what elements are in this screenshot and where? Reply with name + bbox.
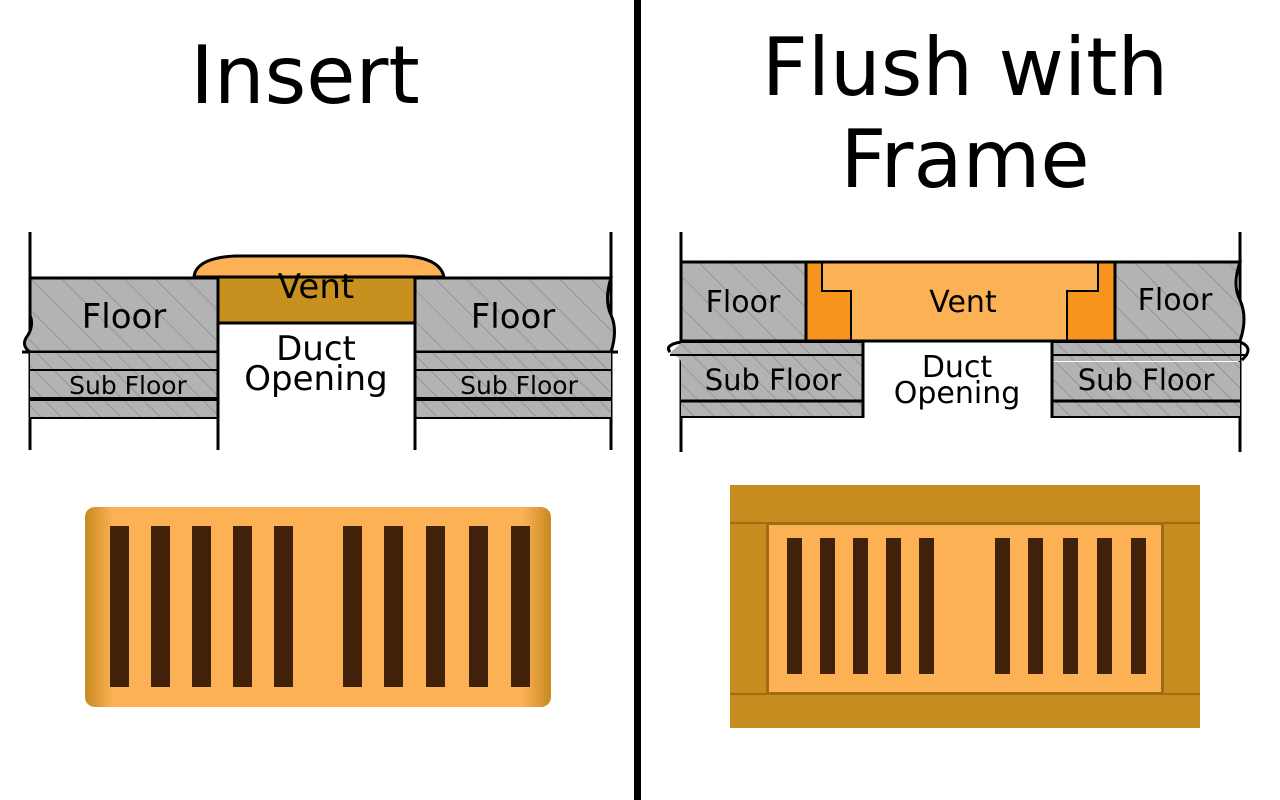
insert-subfloor-right-label: Sub Floor <box>460 371 578 400</box>
flush-floor-left-label: Floor <box>706 285 781 320</box>
insert-vent-slot <box>426 526 445 687</box>
insert-duct-label-line2: Opening <box>244 359 387 399</box>
insert-vent-slot <box>384 526 403 687</box>
flush-vent-slots <box>787 538 1146 674</box>
insert-vent-slots <box>110 526 530 687</box>
insert-subfloor-left <box>30 371 218 398</box>
insert-vent-slot <box>192 526 211 687</box>
insert-vent-label: Vent <box>278 267 354 307</box>
flush-vent-slot <box>919 538 934 674</box>
insert-vent-slot <box>274 526 293 687</box>
flush-vent-top-view <box>730 485 1200 728</box>
insert-vent-slot <box>151 526 170 687</box>
insert-subfloor-left-bottom <box>30 400 218 418</box>
insert-subfloor-left-label: Sub Floor <box>69 371 187 400</box>
insert-floor-left-label: Floor <box>82 297 167 337</box>
flush-title-line1: Flush with <box>761 21 1169 114</box>
flush-vent-label: Vent <box>929 285 997 320</box>
flush-vent-slot <box>1028 538 1043 674</box>
insert-duct-label-line1: Duct <box>276 329 356 369</box>
flush-vent-slot <box>853 538 868 674</box>
insert-vent-flange <box>192 254 446 279</box>
flush-subfloor-left <box>681 362 863 400</box>
insert-title-text: Insert <box>190 29 420 122</box>
flush-duct-label-line2: Opening <box>894 376 1021 411</box>
flush-vent-slot <box>820 538 835 674</box>
insert-title: Insert <box>40 36 570 116</box>
insert-vent-top-view <box>85 507 551 707</box>
flush-vent-slot <box>1063 538 1078 674</box>
flush-subfloor-left-bottom <box>681 402 863 416</box>
flush-cross-section: Floor Floor Vent Duct Opening Sub Floor … <box>666 232 1250 452</box>
flush-vent-slot <box>1131 538 1146 674</box>
flush-title-line2: Frame <box>840 113 1090 206</box>
flush-duct-label-line1: Duct <box>922 350 993 385</box>
flush-vent-slot <box>995 538 1010 674</box>
insert-cross-section: Floor Floor Vent Duct Opening Sub Floor … <box>22 232 618 450</box>
insert-vent-slot <box>469 526 488 687</box>
insert-vent-slot <box>233 526 252 687</box>
insert-vent-slot <box>110 526 129 687</box>
flush-vent-slot <box>1097 538 1112 674</box>
insert-subfloor-right-top <box>415 353 611 369</box>
insert-vent-slot <box>511 526 530 687</box>
flush-subfloor-right-label: Sub Floor <box>1078 363 1215 397</box>
flush-vent-slot <box>787 538 802 674</box>
flush-floor-right <box>1113 260 1246 343</box>
flush-floor-right-label: Floor <box>1138 283 1213 318</box>
insert-vent-slot <box>343 526 362 687</box>
insert-floor-right-label: Floor <box>471 297 556 337</box>
insert-vent-body <box>216 275 417 325</box>
insert-subfloor-left-top <box>30 353 218 369</box>
flush-title: Flush with Frame <box>660 22 1270 206</box>
insert-subfloor-right-bottom <box>415 400 611 418</box>
panel-divider <box>634 0 641 800</box>
flush-vent-slot <box>886 538 901 674</box>
flush-subfloor-right-bottom <box>1052 402 1240 416</box>
insert-subfloor-right <box>415 371 611 398</box>
flush-subfloor-left-label: Sub Floor <box>705 363 842 397</box>
flush-subfloor-right <box>1052 362 1240 400</box>
insert-floor-right <box>413 276 616 354</box>
